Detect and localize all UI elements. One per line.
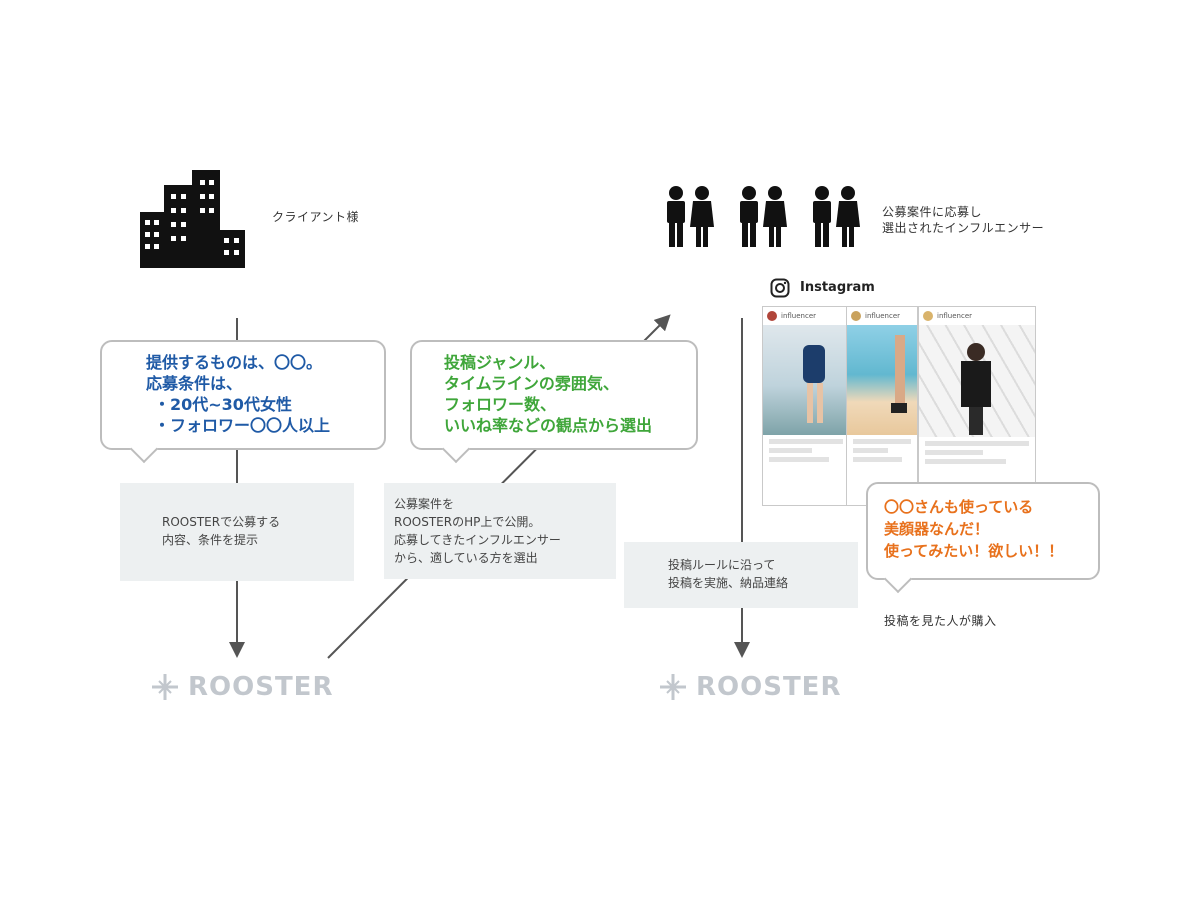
step1-box: ROOSTERで公募する 内容、条件を提示: [120, 483, 354, 581]
purchase-label: 投稿を見た人が購入: [884, 614, 997, 628]
client-offer-bubble: 提供するものは、〇〇。 応募条件は、 ・20代~30代女性 ・フォロワー〇〇人以…: [100, 340, 386, 464]
client-label: クライアント様: [272, 210, 360, 224]
consumer-reaction-text: 〇〇さんも使っている 美顔器なんだ！ 使ってみたい！欲しい！！: [884, 498, 1064, 560]
influencer-people-icon: [667, 186, 860, 247]
rooster-logo-right: ROOSTER: [658, 672, 841, 702]
rooster-mark-icon: [660, 674, 686, 700]
instagram-icon: [770, 278, 790, 298]
selection-criteria-bubble: 投稿ジャンル、 タイムラインの雰囲気、 フォロワー数、 いいね率などの観点から選…: [410, 340, 698, 464]
instagram-label: Instagram: [800, 280, 875, 295]
step2-box: 公募案件を ROOSTERのHP上で公開。 応募してきたインフルエンサー から、…: [384, 483, 616, 579]
building-icon: [140, 170, 245, 268]
rooster-mark-icon: [152, 674, 178, 700]
post-image: [763, 325, 849, 435]
selection-criteria-text: 投稿ジャンル、 タイムラインの雰囲気、 フォロワー数、 いいね率などの観点から選…: [444, 353, 653, 435]
instagram-post-3: influencer: [918, 306, 1036, 484]
instagram-post-1: influencer: [762, 306, 850, 506]
client-offer-text: 提供するものは、〇〇。 応募条件は、 ・20代~30代女性 ・フォロワー〇〇人以…: [146, 353, 331, 435]
instagram-post-2: influencer: [846, 306, 918, 506]
consumer-reaction-bubble: 〇〇さんも使っている 美顔器なんだ！ 使ってみたい！欲しい！！: [866, 482, 1100, 594]
step3-box: 投稿ルールに沿って 投稿を実施、納品連絡: [624, 542, 858, 608]
rooster-logo-left: ROOSTER: [150, 672, 333, 702]
influencer-label: 公募案件に応募し 選出されたインフルエンサー: [882, 205, 1045, 235]
post-image: [919, 325, 1035, 437]
post-image: [847, 325, 917, 435]
